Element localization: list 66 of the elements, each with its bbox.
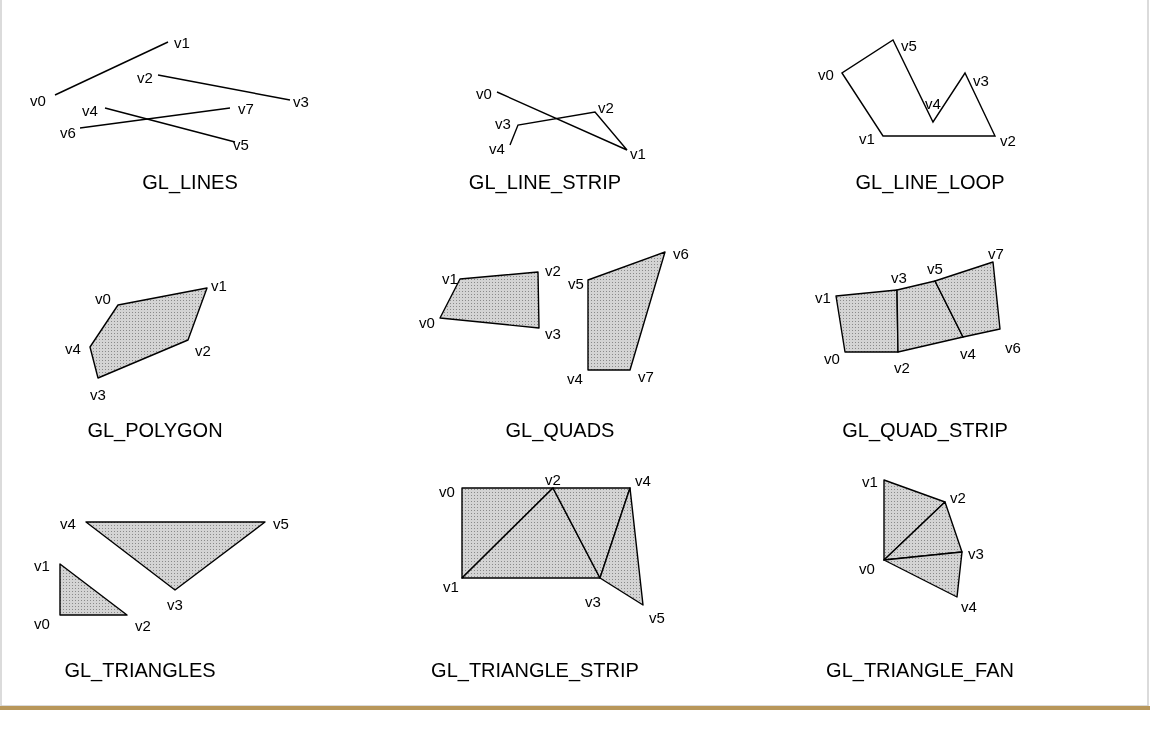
primitive-caption: GL_TRIANGLE_STRIP — [431, 660, 639, 680]
vertex-label: v0 — [439, 483, 455, 499]
vertex-label: v0 — [859, 560, 875, 576]
vertex-label: v2 — [545, 471, 561, 487]
vertex-label: v3 — [495, 115, 511, 131]
primitive-caption: GL_LINES — [142, 172, 238, 192]
vertex-label: v1 — [211, 277, 227, 293]
vertex-label: v2 — [137, 69, 153, 85]
vertex-label: v3 — [293, 93, 309, 109]
vertex-label: v6 — [1005, 339, 1021, 355]
vertex-label: v1 — [859, 130, 875, 146]
vertex-label: v4 — [60, 515, 76, 531]
vertex-label: v2 — [545, 262, 561, 278]
vertex-label: v2 — [1000, 132, 1016, 148]
vertex-label: v2 — [950, 489, 966, 505]
vertex-label: v4 — [635, 472, 651, 488]
vertex-label: v1 — [815, 289, 831, 305]
vertex-label: v4 — [960, 345, 976, 361]
vertex-label: v2 — [894, 359, 910, 375]
primitive-caption: GL_LINE_STRIP — [468, 172, 622, 192]
vertex-label: v4 — [925, 95, 941, 111]
vertex-label: v6 — [673, 245, 689, 261]
vertex-label: v1 — [443, 578, 459, 594]
vertex-label: v1 — [862, 473, 878, 489]
vertex-label: v5 — [273, 515, 289, 531]
vertex-label: v1 — [630, 145, 646, 161]
vertex-label: v0 — [419, 314, 435, 330]
vertex-label: v5 — [901, 37, 917, 53]
primitive-caption: GL_QUADS — [505, 420, 615, 440]
vertex-label: v3 — [90, 386, 106, 402]
vertex-label: v4 — [961, 598, 977, 614]
primitive-caption: GL_LINE_LOOP — [855, 172, 1005, 192]
vertex-label: v1 — [442, 270, 458, 286]
vertex-label: v2 — [598, 99, 614, 115]
primitive-caption: GL_QUAD_STRIP — [842, 420, 1008, 440]
vertex-label: v1 — [174, 34, 190, 50]
vertex-label: v4 — [65, 340, 81, 356]
vertex-label: v0 — [30, 92, 46, 108]
vertex-label: v5 — [927, 260, 943, 276]
vertex-label: v4 — [489, 140, 505, 156]
vertex-label: v0 — [476, 85, 492, 101]
primitive-caption: GL_TRIANGLES — [64, 660, 216, 680]
vertex-label: v3 — [891, 269, 907, 285]
vertex-label: v5 — [649, 609, 665, 625]
vertex-label: v5 — [233, 136, 249, 152]
vertex-label: v2 — [135, 617, 151, 633]
vertex-label: v3 — [167, 596, 183, 612]
primitive-caption: GL_POLYGON — [87, 420, 223, 440]
primitive-caption: GL_TRIANGLE_FAN — [826, 660, 1014, 680]
vertex-label: v0 — [818, 66, 834, 82]
vertex-label: v3 — [968, 545, 984, 561]
vertex-label: v5 — [568, 275, 584, 291]
vertex-label: v6 — [60, 124, 76, 140]
vertex-label: v3 — [545, 325, 561, 341]
vertex-label: v7 — [638, 368, 654, 384]
vertex-label: v7 — [988, 245, 1004, 261]
vertex-label: v4 — [82, 102, 98, 118]
vertex-label: v1 — [34, 557, 50, 573]
vertex-label: v7 — [238, 100, 254, 116]
vertex-label: v2 — [195, 342, 211, 358]
vertex-label: v0 — [95, 290, 111, 306]
vertex-label: v3 — [585, 593, 601, 609]
vertex-label: v0 — [34, 615, 50, 631]
vertex-label: v0 — [824, 350, 840, 366]
vertex-label: v3 — [973, 72, 989, 88]
vertex-label: v4 — [567, 370, 583, 386]
